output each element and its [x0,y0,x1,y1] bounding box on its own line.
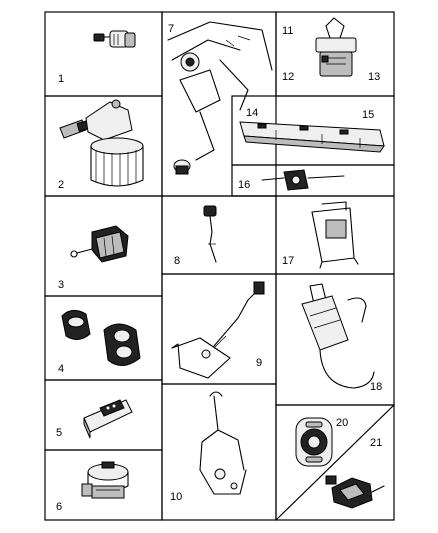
part-8-sensor-wire [203,205,217,263]
callout-1: 1 [58,73,64,85]
cell-20-21 [275,404,395,521]
callout-4: 4 [58,363,64,375]
callout-2: 2 [58,179,64,191]
callout-12: 12 [282,71,294,83]
part-18-strap [301,283,375,389]
part-16-stalk [261,169,345,191]
callout-6: 6 [56,501,62,513]
callout-14: 14 [246,107,258,119]
callout-11: 11 [282,25,293,37]
callout-labels: 1 2 3 4 5 6 7 8 9 10 11 12 13 14 15 16 1… [56,23,382,513]
part-6-pressure-switch [81,461,129,499]
callout-3: 3 [58,279,64,291]
callout-20: 20 [336,417,348,429]
part-11-13-connector [315,17,357,77]
part-5-window-switch [83,399,133,439]
cell-frames [44,11,395,521]
part-1-sensor [93,30,136,48]
part-10-bracket [199,391,247,495]
part-7-dash-assembly [167,21,273,175]
cell-6 [44,449,163,521]
part-4-switches [61,310,141,366]
part-14-15-panel [239,121,385,153]
callout-8: 8 [174,255,180,267]
callout-9: 9 [256,357,262,369]
part-21-actuator [325,475,385,509]
callout-17: 17 [282,255,294,267]
cell-16 [231,164,395,197]
callout-5: 5 [56,427,62,439]
callout-10: 10 [170,491,182,503]
callout-7: 7 [168,23,174,35]
part-2-filter-housing [59,99,144,187]
callout-15: 15 [362,109,374,121]
callout-16: 16 [238,179,250,191]
callout-13: 13 [368,71,380,83]
part-20-button-module [295,417,333,467]
part-3-switch [70,225,129,263]
part-17-module [311,201,359,269]
callout-21: 21 [370,437,382,449]
callout-18: 18 [370,381,382,393]
diagonal-divider [275,404,395,521]
part-9-bracket-harness [171,281,265,379]
